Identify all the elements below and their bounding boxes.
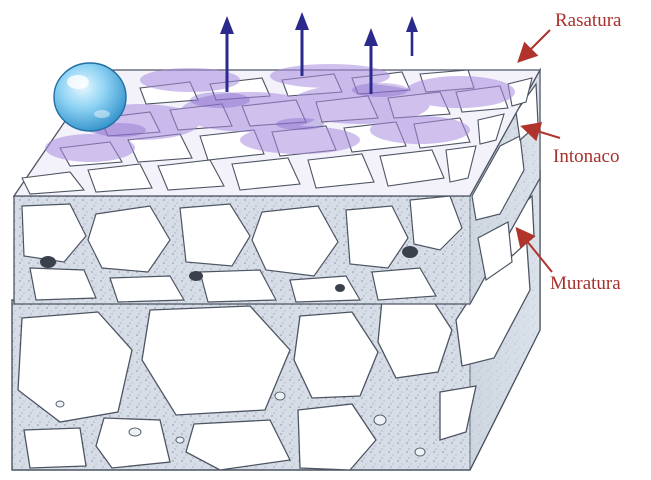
water-droplet-icon [54,63,126,131]
muratura-label: Muratura [550,273,621,294]
intonaco-label: Intonaco [553,146,619,167]
rasatura-label: Rasatura [555,10,622,31]
rasatura-pointer [520,30,550,60]
arrow-up-icon [406,16,418,56]
